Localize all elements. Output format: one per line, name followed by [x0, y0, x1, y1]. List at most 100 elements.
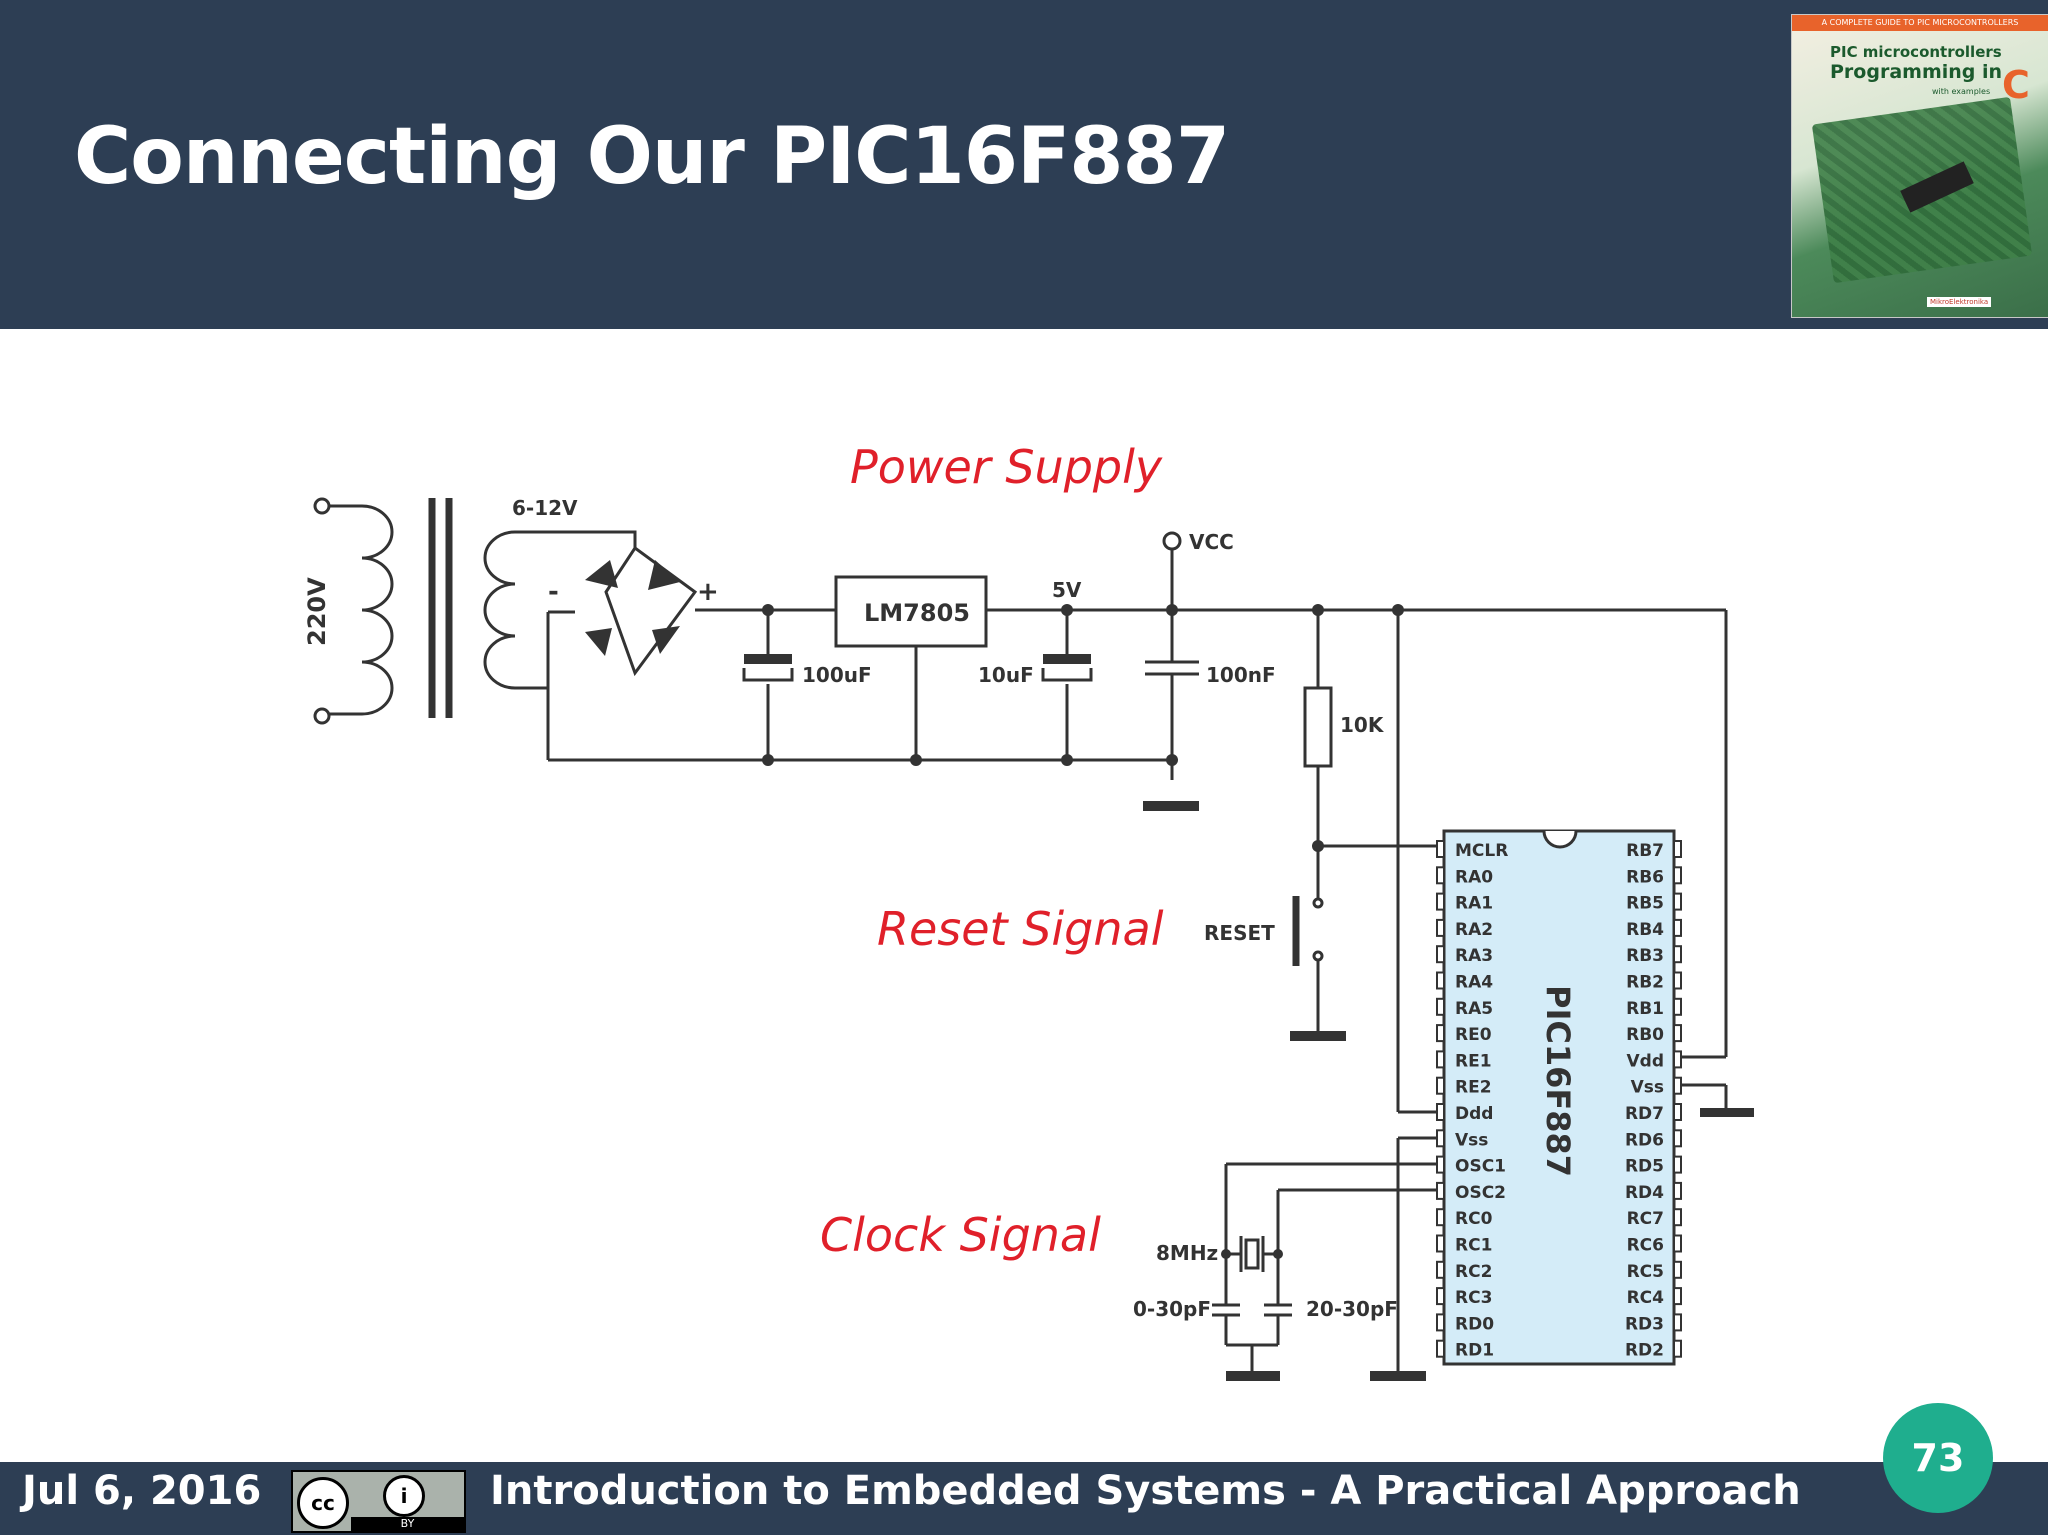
chip-pin-left — [1436, 1103, 1445, 1121]
crystal-8mhz — [1244, 1238, 1260, 1270]
chip-pin-right — [1673, 971, 1682, 990]
chip-pin-right — [1673, 866, 1682, 885]
cap2-label: 10uF — [978, 663, 1034, 687]
chip-pin-label: RA3 — [1455, 946, 1493, 966]
chip-pin-left — [1436, 1181, 1445, 1200]
chip-pin-right — [1673, 1103, 1682, 1121]
chip-pin-right — [1673, 945, 1682, 964]
bridge-rectifier — [604, 545, 698, 677]
chip-pin-right — [1673, 997, 1682, 1016]
minus-label: - — [548, 577, 559, 607]
resistor-label: 10K — [1340, 713, 1385, 737]
chip-pin-left — [1436, 840, 1445, 858]
creative-commons-badge: cc i BY — [291, 1470, 466, 1533]
by-label: BY — [351, 1517, 464, 1531]
transformer-output-label: 6-12V — [512, 496, 578, 520]
chip-pin-right — [1673, 1287, 1682, 1306]
chip-pin-label: RC0 — [1455, 1209, 1493, 1229]
ground-bar-vss — [1370, 1371, 1426, 1381]
chip-pin-label: Ddd — [1455, 1104, 1493, 1124]
chip-pin-label: RB0 — [1626, 1025, 1664, 1045]
chip-pin-label: RE2 — [1455, 1078, 1492, 1098]
chip-pin-label: RA5 — [1455, 999, 1493, 1019]
chip-pin-left — [1436, 866, 1445, 885]
chip-pin-label: RA1 — [1455, 894, 1493, 914]
title-bar — [0, 0, 2048, 329]
chip-pin-label: RC7 — [1627, 1209, 1664, 1229]
ground-bar-right — [1700, 1108, 1754, 1117]
chip-pin-label: RB1 — [1626, 999, 1664, 1019]
footer-date: Jul 6, 2016 — [22, 1468, 262, 1514]
power-supply-label: Power Supply — [850, 440, 1163, 494]
publisher-logo: MikroElektronika — [1927, 297, 1992, 307]
chip-pin-label: RC4 — [1627, 1288, 1665, 1308]
chip-pin-label: RB5 — [1626, 894, 1664, 914]
cc-icon: cc — [297, 1477, 349, 1529]
5v-label: 5V — [1052, 578, 1082, 602]
chip-pin-label: RB4 — [1626, 920, 1664, 940]
chip-pin-label: RB7 — [1626, 841, 1664, 861]
chip-pin-left — [1436, 892, 1445, 911]
chip-pin-left — [1436, 945, 1445, 964]
chip-pin-label: Vss — [1631, 1078, 1664, 1098]
cap-right-label: 20-30pF — [1306, 1297, 1398, 1321]
chip-pin-label: RD5 — [1625, 1157, 1664, 1177]
cap2-plate — [1043, 654, 1091, 664]
chip-notch — [1542, 830, 1578, 849]
secondary-wire — [515, 530, 637, 690]
reset-button-label: RESET — [1204, 921, 1275, 945]
chip-pin-label: OSC1 — [1455, 1157, 1506, 1177]
cap1-label: 100uF — [802, 663, 872, 687]
regulator-box — [834, 575, 988, 648]
cap1-plate — [744, 654, 792, 664]
chip-pin-label: RC2 — [1455, 1262, 1492, 1282]
chip-pin-right — [1673, 1129, 1682, 1148]
chip-pin-left — [1436, 1234, 1445, 1253]
chip-pin-left — [1436, 1024, 1445, 1043]
chip-pin-label: RB2 — [1626, 973, 1664, 993]
chip-pin-left — [1436, 1129, 1445, 1148]
chip-pin-right — [1673, 1050, 1682, 1069]
chip-pin-label: RD6 — [1625, 1130, 1664, 1150]
chip-pin-label: RB3 — [1626, 946, 1664, 966]
page-number-badge: 73 — [1883, 1403, 1993, 1513]
chip-name-label: PIC16F887 — [1539, 985, 1577, 1177]
primary-coil — [329, 504, 394, 716]
book-line2: Programming in — [1830, 61, 2003, 83]
chip-pin-label: MCLR — [1455, 841, 1508, 861]
chip-pin-left — [1436, 1208, 1445, 1227]
ground-bar-osc — [1226, 1371, 1280, 1381]
clock-signal-label: Clock Signal — [820, 1208, 1101, 1262]
chip-pin-left — [1436, 1260, 1445, 1279]
mains-voltage-label: 220V — [303, 577, 331, 646]
chip-pin-right — [1673, 892, 1682, 911]
crystal-label: 8MHz — [1156, 1241, 1218, 1265]
chip-pin-label: RC6 — [1627, 1236, 1664, 1256]
chip-pin-label: Vdd — [1627, 1051, 1665, 1071]
chip-pin-label: RD3 — [1625, 1314, 1664, 1334]
chip-pin-label: RC1 — [1455, 1236, 1492, 1256]
book-top-line: A COMPLETE GUIDE TO PIC MICROCONTROLLERS — [1792, 15, 2048, 31]
chip-pin-label: RE1 — [1455, 1051, 1492, 1071]
chip-pin-right — [1673, 1260, 1682, 1279]
attribution-icon: i — [383, 1475, 425, 1517]
mains-terminal-bottom — [313, 707, 331, 725]
chip-pin-label: RD7 — [1625, 1104, 1664, 1124]
mains-terminal-top — [313, 497, 331, 515]
footer-course-title: Introduction to Embedded Systems - A Pra… — [490, 1468, 1801, 1514]
regulator-label: LM7805 — [864, 599, 970, 627]
vcc-label: VCC — [1189, 530, 1234, 554]
chip-pin-label: Vss — [1455, 1130, 1488, 1150]
chip-pin-label: RC5 — [1627, 1262, 1664, 1282]
chip-pin-right — [1673, 1339, 1682, 1358]
chip-pin-left — [1436, 918, 1445, 937]
chip-pin-label: RA4 — [1455, 973, 1493, 993]
book-subtitle: with examples — [1932, 87, 1991, 96]
ground-bar-main — [1143, 801, 1199, 811]
chip-pin-left — [1436, 1287, 1445, 1306]
chip-pin-left — [1436, 1076, 1445, 1095]
chip-pin-left — [1436, 1050, 1445, 1069]
chip-pin-right — [1673, 1208, 1682, 1227]
chip-pin-left — [1436, 971, 1445, 990]
chip-pin-right — [1673, 1155, 1682, 1174]
